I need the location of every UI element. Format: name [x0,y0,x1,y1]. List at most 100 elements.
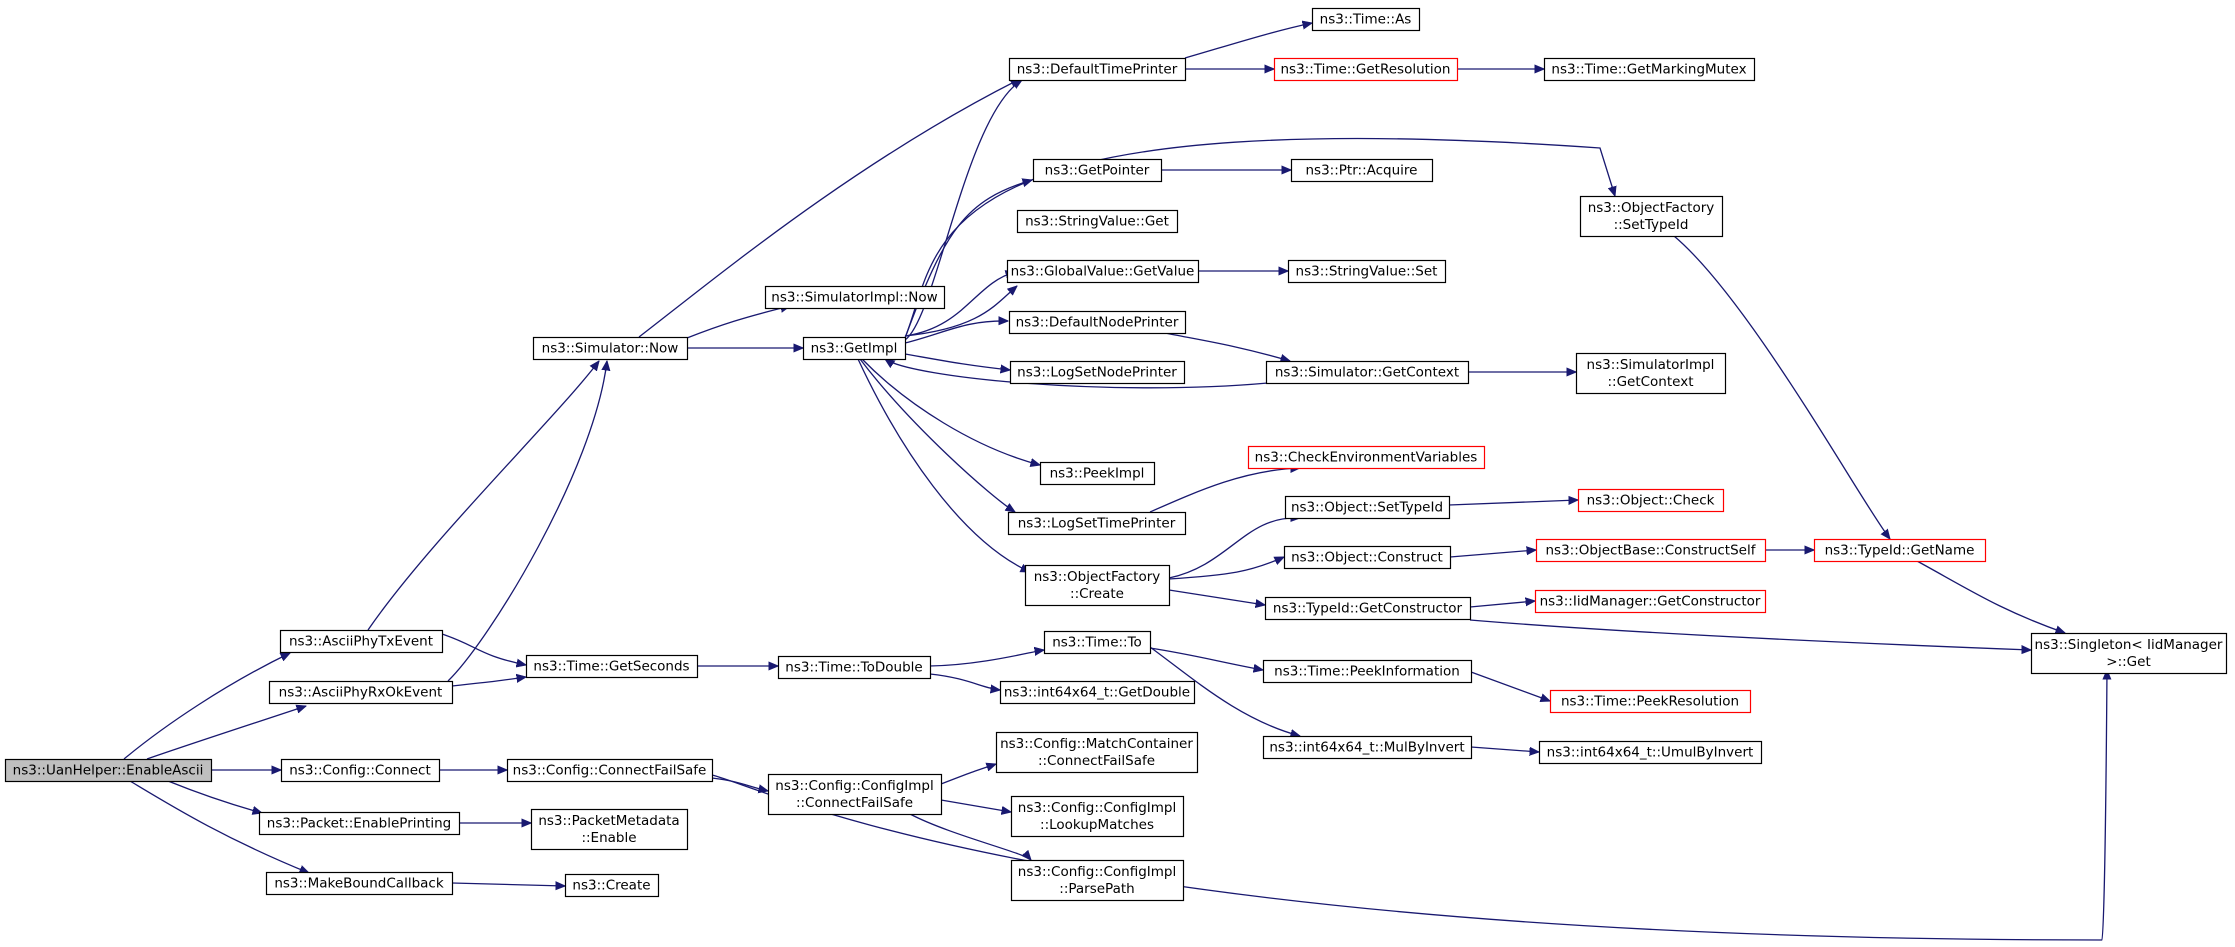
node-box [1534,589,1767,614]
node-box [1535,538,1767,563]
node-asciiphyrx[interactable]: ns3::AsciiPhyRxOkEvent [268,680,454,705]
node-label: ns3::SimulatorImpl [1587,357,1715,373]
node-objsettypeid[interactable]: ns3::Object::SetTypeId [1284,495,1451,520]
node-parsepath[interactable]: ns3::Config::ConfigImpl::ParsePath [1010,859,1185,902]
node-box [995,731,1199,774]
node-typeidgetname[interactable]: ns3::TypeId::GetName [1813,538,1987,563]
node-label: ::Enable [581,830,636,846]
call-edge [1149,646,1300,736]
node-timegetres[interactable]: ns3::Time::GetResolution [1273,57,1459,82]
node-getpointer[interactable]: ns3::GetPointer [1032,158,1163,183]
node-box [1043,630,1152,655]
node-configconnect[interactable]: ns3::Config::Connect [280,758,441,783]
node-makebound[interactable]: ns3::MakeBoundCallback [265,871,454,896]
node-box [802,336,907,361]
node-label: ns3::Singleton< IidManager [2035,637,2223,653]
node-simnow[interactable]: ns3::Simulator::Now [532,336,689,361]
node-matchcontainer[interactable]: ns3::Config::MatchContainer::ConnectFail… [995,731,1199,774]
node-label: ns3::Config::MatchContainer [1000,736,1193,752]
node-box [1009,360,1186,385]
node-label: ns3::Time::PeekResolution [1561,694,1739,710]
nodes: ns3::UanHelper::EnableAscii ns3::AsciiPhy… [4,7,2228,902]
node-logsetnodeprinter[interactable]: ns3::LogSetNodePrinter [1009,360,1186,385]
node-typeidgetctor[interactable]: ns3::TypeId::GetConstructor [1264,596,1472,621]
node-box [1287,259,1447,284]
call-edge [129,780,309,873]
node-label: ns3::ObjectFactory [1588,200,1715,216]
node-label: ::ConnectFailSafe [1038,753,1155,769]
call-edge [859,358,1015,512]
node-box [1264,596,1472,621]
node-defaultnodeprinter[interactable]: ns3::DefaultNodePrinter [1008,310,1187,335]
edges [123,23,2107,941]
node-getmarkingmutex[interactable]: ns3::Time::GetMarkingMutex [1543,57,1756,82]
call-edge [940,799,1011,812]
node-box [279,629,444,654]
node-umulbyinvert[interactable]: ns3::int64x64_t::UmulByInvert [1538,740,1763,765]
node-objfactsettypeid[interactable]: ns3::ObjectFactory::SetTypeId [1579,195,1724,238]
node-box [1577,488,1725,513]
node-timegetseconds[interactable]: ns3::Time::GetSeconds [525,654,699,679]
node-timeto[interactable]: ns3::Time::To [1043,630,1152,655]
node-label: ns3::Time::ToDouble [785,660,922,676]
node-defaulttimeprinter[interactable]: ns3::DefaultTimePrinter [1008,57,1187,82]
node-lookupmatches[interactable]: ns3::Config::ConfigImpl::LookupMatches [1010,795,1185,838]
node-peekimpl[interactable]: ns3::PeekImpl [1039,461,1156,486]
node-objconstruct[interactable]: ns3::Object::Construct [1283,545,1452,570]
node-box [1538,740,1763,765]
node-logsettimeprinter[interactable]: ns3::LogSetTimePrinter [1007,511,1187,536]
node-pktmetaenable[interactable]: ns3::PacketMetadata::Enable [530,808,689,851]
node-label: ::ConnectFailSafe [796,795,913,811]
node-label: ns3::Time::To [1052,635,1142,651]
node-asciiphytx[interactable]: ns3::AsciiPhyTxEvent [279,629,444,654]
node-connectfailsafe[interactable]: ns3::Config::ConnectFailSafe [506,758,714,783]
node-box [767,773,943,816]
node-label: ns3::Object::Check [1587,493,1715,509]
node-constructself[interactable]: ns3::ObjectBase::ConstructSelf [1535,538,1767,563]
node-enableascii[interactable]: ns3::UanHelper::EnableAscii [4,758,213,783]
node-label: ns3::Config::ConfigImpl [1018,864,1176,880]
node-stringvalueget[interactable]: ns3::StringValue::Get [1016,209,1179,234]
node-box [999,680,1196,705]
node-peekinfo[interactable]: ns3::Time::PeekInformation [1262,659,1473,684]
node-simgetcontext[interactable]: ns3::Simulator::GetContext [1265,360,1470,385]
node-int64getdouble[interactable]: ns3::int64x64_t::GetDouble [999,680,1196,705]
call-edge [123,652,290,760]
node-label: ns3::DefaultTimePrinter [1017,62,1178,78]
node-label: ::LookupMatches [1040,817,1154,833]
node-peekres[interactable]: ns3::Time::PeekResolution [1549,689,1752,714]
call-edge [940,764,996,785]
node-ptracquire[interactable]: ns3::Ptr::Acquire [1290,158,1434,183]
node-box [1024,564,1171,607]
node-label: ns3::MakeBoundCallback [274,876,444,892]
node-simimplnow[interactable]: ns3::SimulatorImpl::Now [764,285,946,310]
node-label: ns3::TypeId::GetConstructor [1273,601,1463,617]
call-edge [1470,671,1550,701]
call-edge [904,353,1010,370]
node-packetenable[interactable]: ns3::Packet::EnablePrinting [258,811,461,836]
call-edge [451,677,526,687]
node-objfactcreate[interactable]: ns3::ObjectFactory::Create [1024,564,1171,607]
node-checkenv[interactable]: ns3::CheckEnvironmentVariables [1247,445,1486,470]
node-mulbyinvert[interactable]: ns3::int64x64_t::MulByInvert [1262,735,1473,760]
node-globalvalue[interactable]: ns3::GlobalValue::GetValue [1006,259,1200,284]
node-box [530,808,689,851]
node-getimpl[interactable]: ns3::GetImpl [802,336,907,361]
node-label: ns3::PeekImpl [1050,466,1145,482]
call-edge [1449,550,1536,558]
node-label: ns3::Ptr::Acquire [1306,163,1418,179]
node-simimplgetcontext[interactable]: ns3::SimulatorImpl::GetContext [1575,352,1727,395]
node-todouble[interactable]: ns3::Time::ToDouble [777,655,932,680]
node-iidgetctor[interactable]: ns3::IidManager::GetConstructor [1534,589,1767,614]
node-box [280,758,441,783]
node-label: ns3::AsciiPhyRxOkEvent [279,685,443,701]
node-timeas[interactable]: ns3::Time::As [1311,7,1421,32]
node-objectcheck[interactable]: ns3::Object::Check [1577,488,1725,513]
node-box [1813,538,1987,563]
node-create[interactable]: ns3::Create [564,873,660,898]
node-singletonget[interactable]: ns3::Singleton< IidManager >::Get [2030,632,2228,675]
node-label: ns3::Packet::EnablePrinting [267,816,451,832]
node-stringvalueset[interactable]: ns3::StringValue::Set [1287,259,1447,284]
node-cfgimplconnect[interactable]: ns3::Config::ConfigImpl::ConnectFailSafe [767,773,943,816]
call-edge [1469,619,2031,650]
